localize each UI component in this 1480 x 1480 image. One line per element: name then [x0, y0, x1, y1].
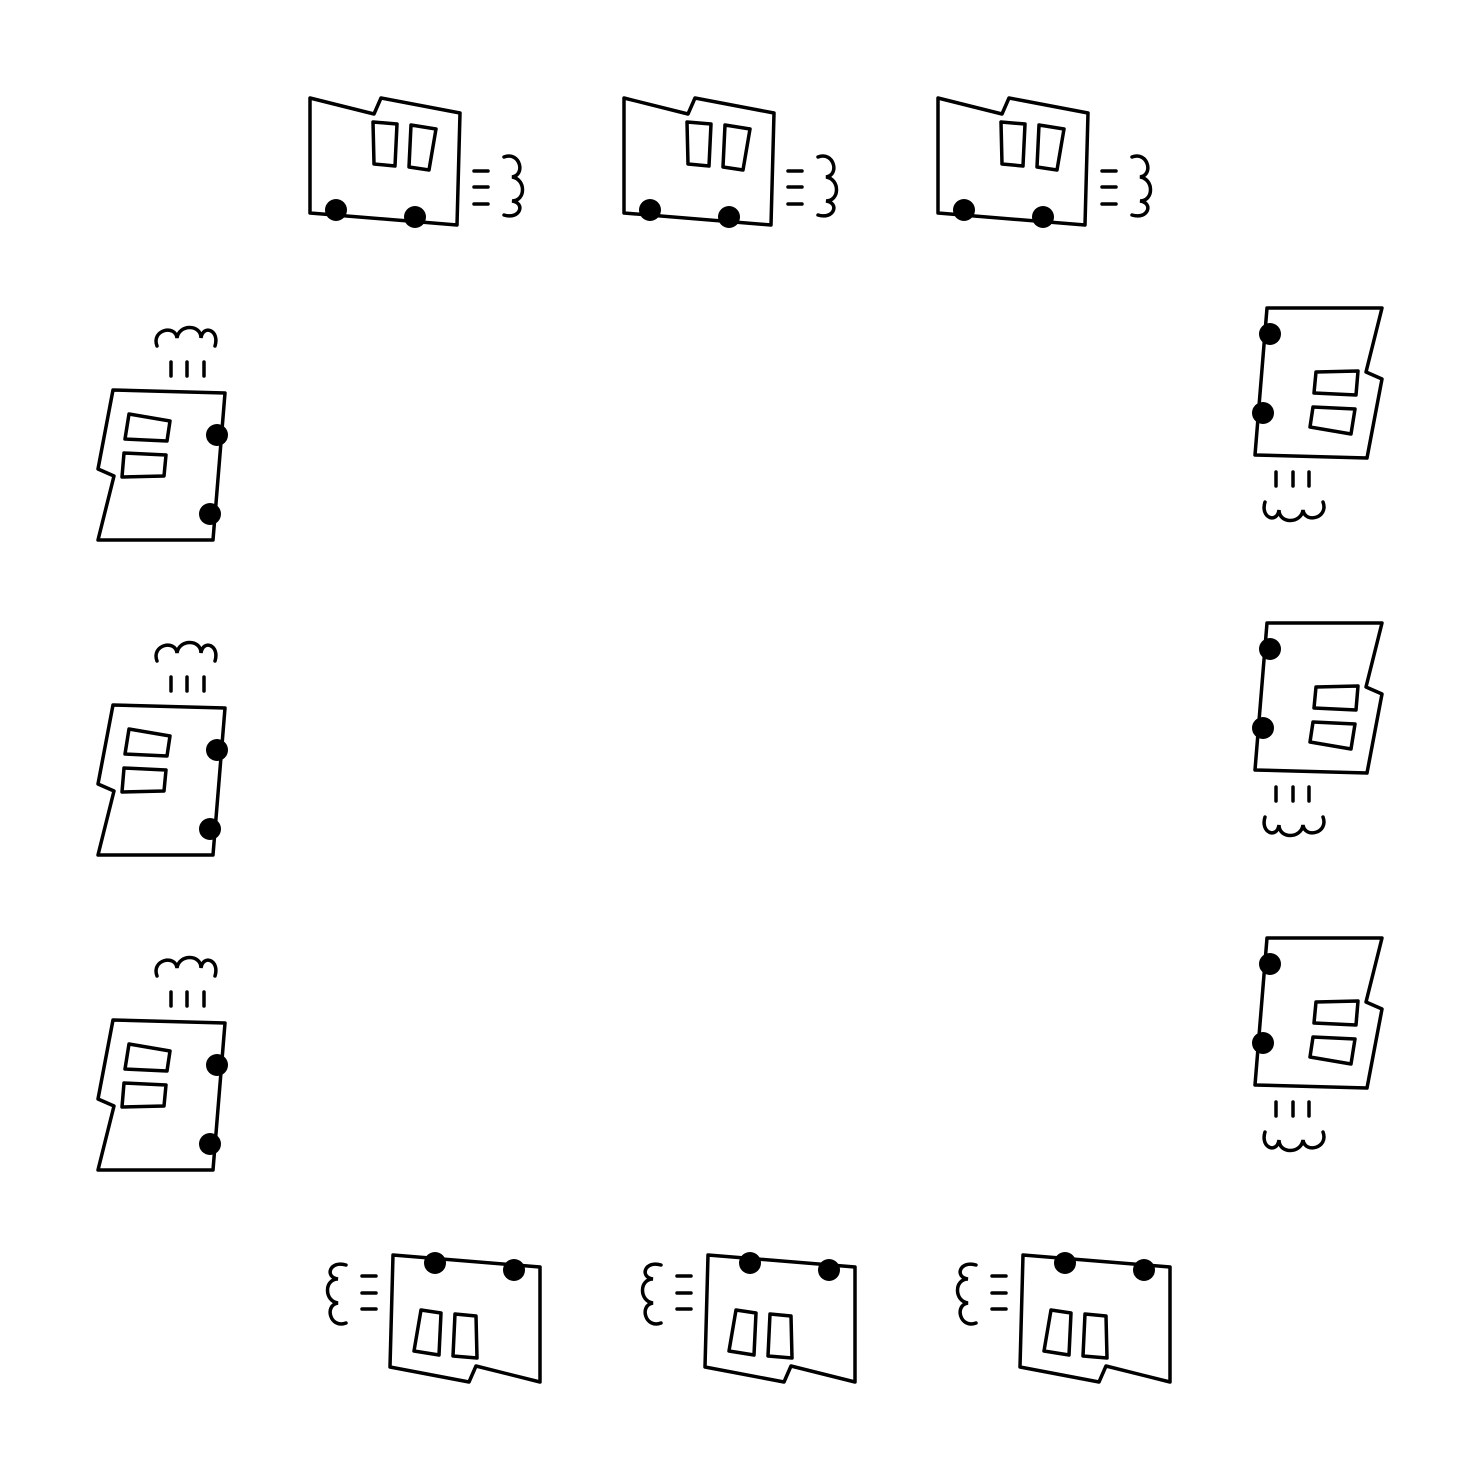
car-icon — [308, 96, 525, 230]
car-icon — [1250, 621, 1384, 838]
car-icon — [96, 325, 230, 542]
car-icon — [622, 96, 839, 230]
car-icon — [955, 1250, 1172, 1384]
car-icon — [936, 96, 1153, 230]
car-icon — [96, 955, 230, 1172]
car-icon — [1250, 936, 1384, 1153]
car-icon — [96, 640, 230, 857]
car-icon — [640, 1250, 857, 1384]
car-icon — [325, 1250, 542, 1384]
car-icon — [1250, 306, 1384, 523]
